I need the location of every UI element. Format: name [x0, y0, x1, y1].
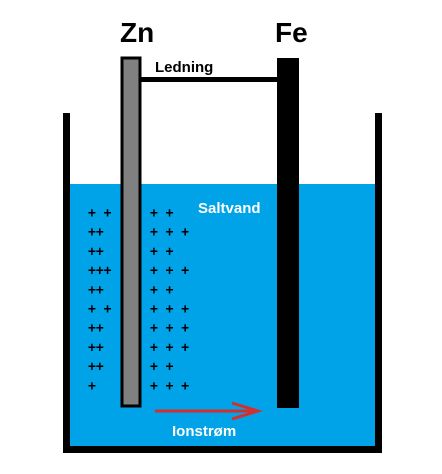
wire: [140, 77, 280, 82]
iron-label: Fe: [275, 17, 308, 48]
charge-row: ++: [88, 244, 104, 259]
charge-row: + +: [88, 302, 112, 317]
charge-row: +++: [88, 264, 112, 279]
charge-row: + + +: [150, 340, 189, 355]
charge-row: ++: [88, 321, 104, 336]
charge-row: + + +: [150, 321, 189, 336]
charge-row: ++: [88, 225, 104, 240]
container-bottom: [63, 446, 382, 453]
zinc-electrode: [120, 56, 142, 408]
charge-row: + + +: [150, 379, 189, 394]
iron-electrode: [277, 58, 299, 408]
charge-row: ++: [88, 360, 104, 375]
container-right-wall: [375, 113, 382, 453]
charge-row: ++: [88, 340, 104, 355]
solution-label: Saltvand: [198, 200, 261, 217]
positive-charges-right: + + + + + + + + + + + + + + + + + + + + + + + + +…: [150, 206, 189, 394]
ion-current-arrow: [155, 401, 264, 421]
wire-label: Ledning: [155, 59, 213, 76]
charge-row: + +: [88, 206, 112, 221]
charge-row: + +: [150, 244, 174, 259]
positive-charges-left: + +++++++++++ ++++++++: [88, 206, 112, 394]
ion-current-label: Ionstrøm: [172, 423, 236, 440]
charge-row: ++: [88, 283, 104, 298]
charge-row: + + +: [150, 264, 189, 279]
container-left-wall: [63, 113, 70, 453]
charge-row: + +: [150, 360, 174, 375]
zinc-label: Zn: [120, 17, 154, 48]
charge-row: +: [88, 379, 96, 394]
charge-row: + + +: [150, 225, 189, 240]
charge-row: + +: [150, 283, 174, 298]
charge-row: + + +: [150, 302, 189, 317]
charge-row: + +: [150, 206, 174, 221]
salt-water: [70, 184, 375, 446]
